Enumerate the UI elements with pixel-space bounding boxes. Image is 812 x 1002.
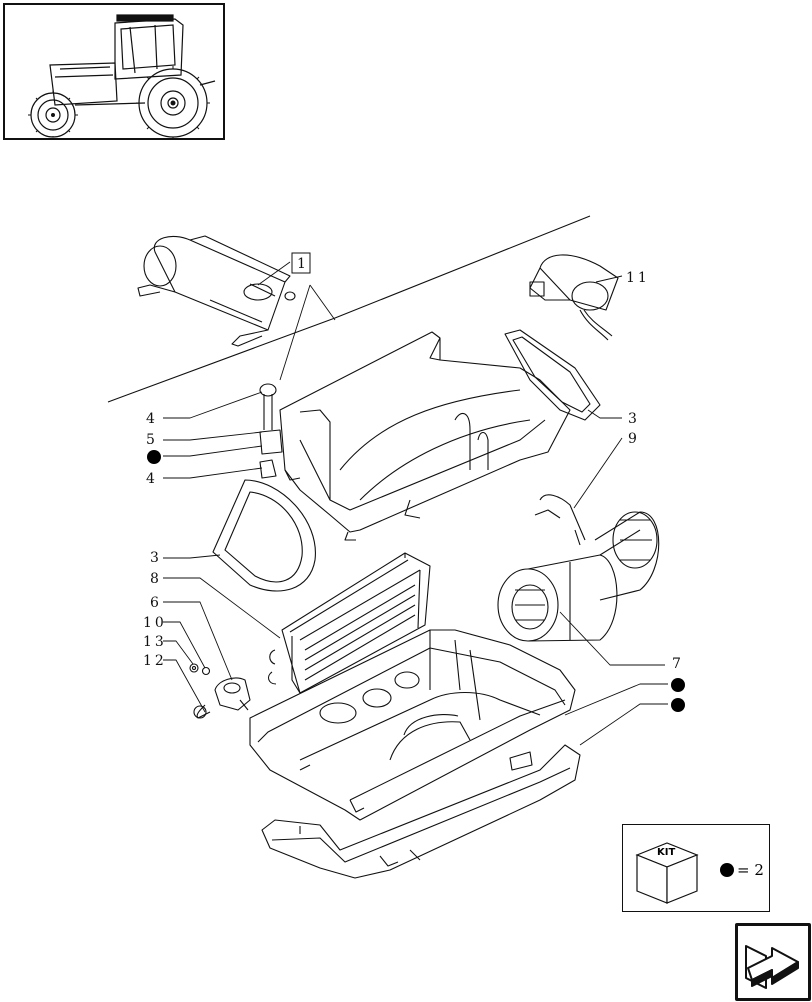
part-5-clamp [259,429,283,455]
kit-legend: KIT = 2 [622,824,770,912]
callout-3-left: 3 [150,550,162,566]
callout-8: 8 [150,571,162,587]
callout-9: 9 [628,431,640,447]
part-11-blower-motor [529,254,619,341]
part-4-nut-bottom [259,459,277,479]
part-8-heater-radiator [267,552,431,694]
callout-13: 13 [143,634,167,650]
lower-base-plate [261,744,581,879]
part-1-heater-core-assembly [137,235,296,347]
lower-housing-tray [249,629,576,821]
callout-4-top: 4 [146,411,158,427]
callout-3-top: 3 [628,411,640,427]
callout-6: 6 [150,595,162,611]
section-divider-line [107,215,591,403]
kit-quantity: = 2 [737,861,764,879]
callout-11: 11 [626,270,650,286]
kit-label: KIT [657,847,676,858]
callout-4-bottom: 4 [146,471,158,487]
tractor-thumbnail-frame [3,3,225,140]
next-page-button[interactable] [735,923,811,1001]
callout-10: 10 [143,615,167,631]
callout-7: 7 [672,656,684,672]
callout-1: 1 [297,256,309,272]
next-page-arrow-icon [745,945,799,989]
callout-12: 12 [143,653,167,669]
kit-box-icon [635,842,734,904]
upper-duct-housing [279,331,571,541]
kit-dot-icon [720,863,734,877]
part-9-clip [534,494,586,546]
kit-dot-icon [671,678,685,692]
part-3-gasket-left [212,479,316,592]
part-3-gasket-right [504,329,601,421]
leader-lines [163,261,668,746]
part-7-blower-fan [497,511,660,642]
part-6-pipe-fitting [193,677,251,719]
kit-dot-icon [147,450,161,464]
callout-1-box [291,252,311,274]
part-4-bolt-top [259,383,277,430]
part-10-washer [201,666,211,676]
tractor-thumbnail-icon [28,14,216,138]
part-13-washer [189,663,199,673]
callout-5: 5 [146,432,158,448]
kit-dot-icon [671,698,685,712]
